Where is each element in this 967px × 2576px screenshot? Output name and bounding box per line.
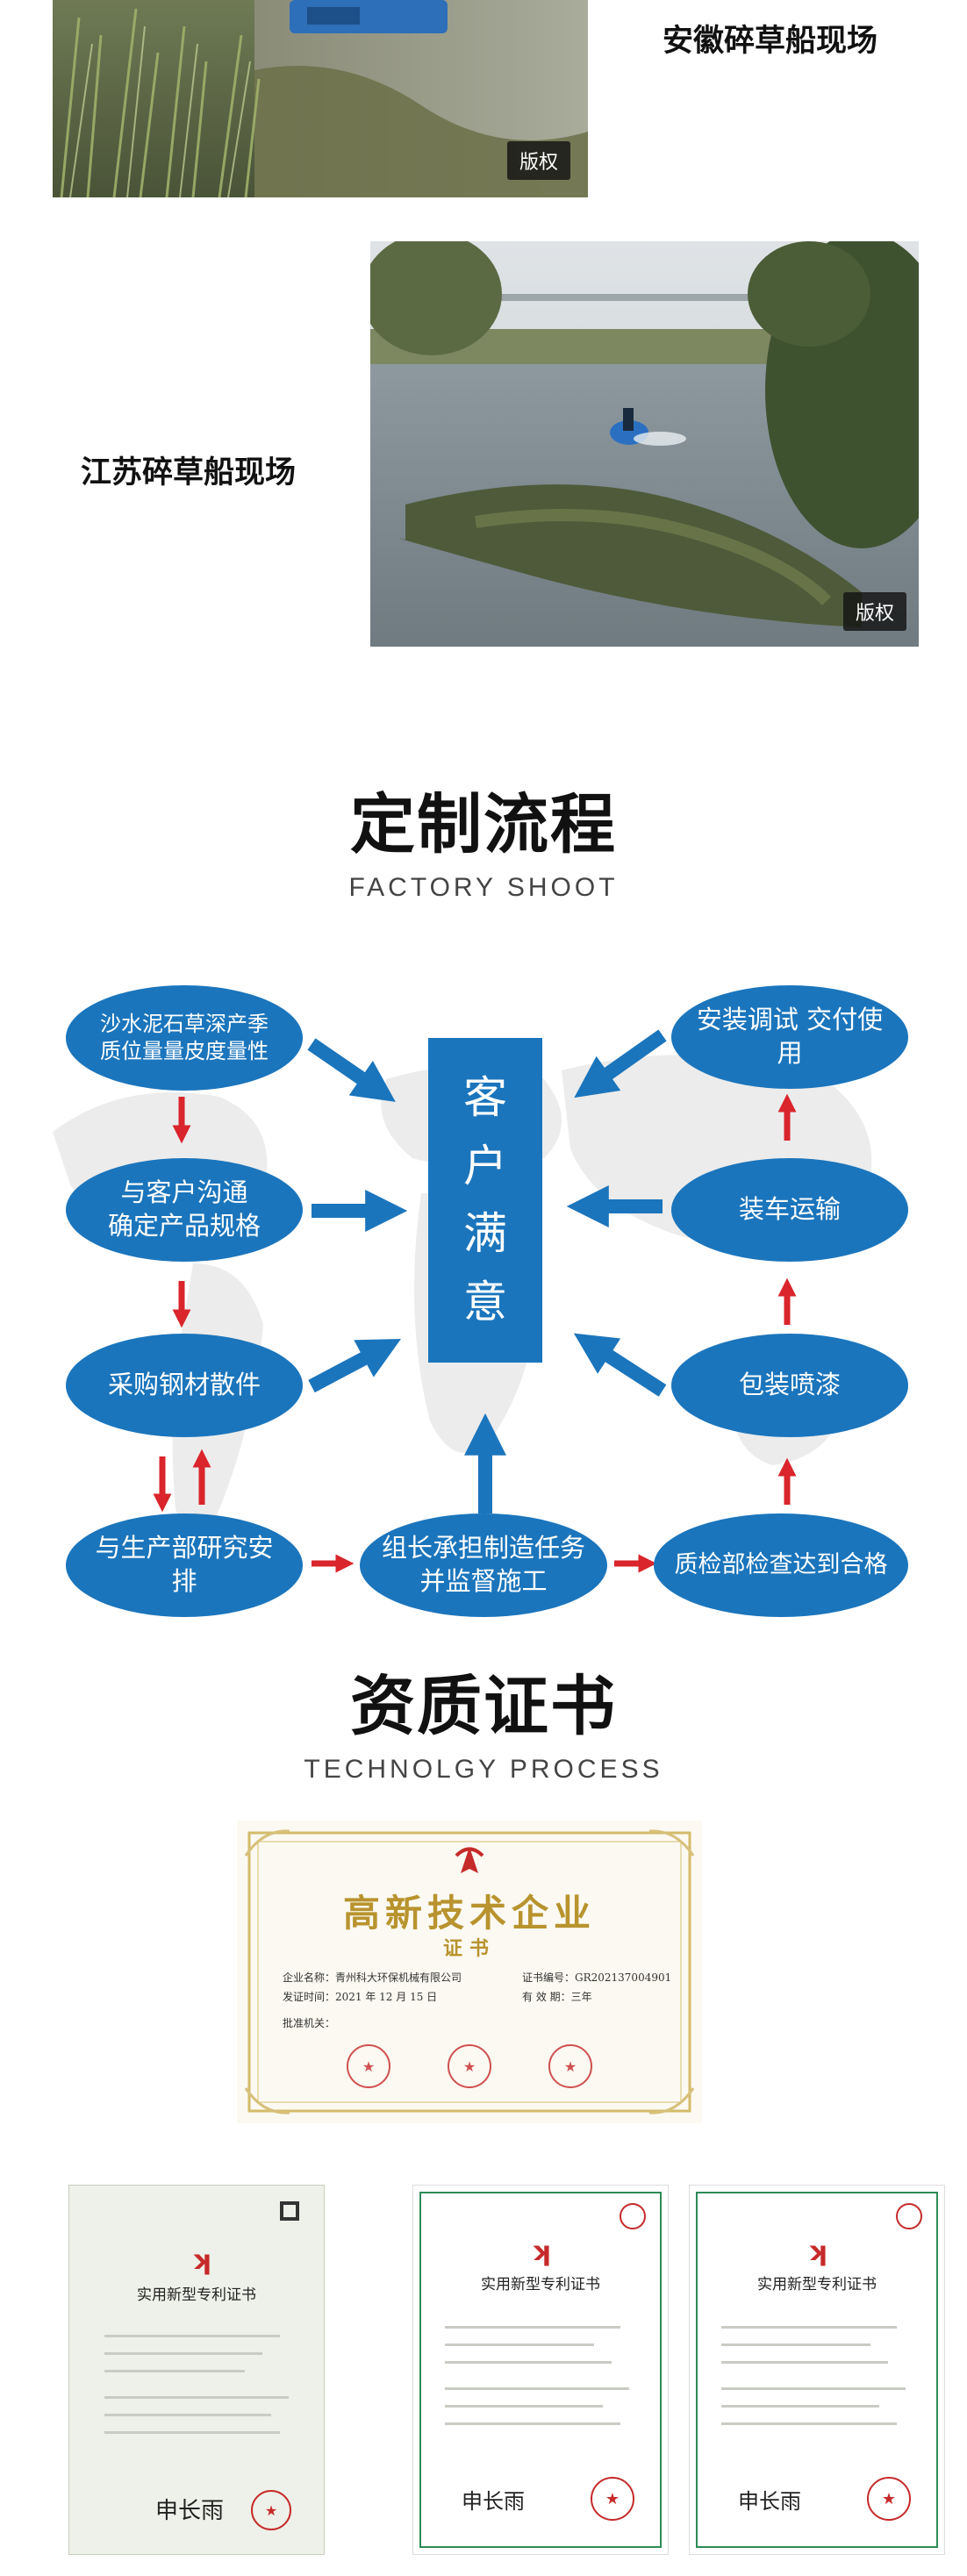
svg-text:★: ★ <box>265 2502 277 2519</box>
high-tech-cert-valid: 有 效 期：三年 <box>522 1991 592 2003</box>
flow-step-right-2: 装车运输 <box>671 1158 908 1262</box>
copyright-badge: 版权 <box>506 141 570 180</box>
flow-step-bottom-line2: 并监督施工 <box>419 1566 548 1596</box>
jiangsu-site-photo: 版权 <box>370 241 919 647</box>
patent-3-title: 实用新型专利证书 <box>757 2276 877 2293</box>
flow-step-left-3-label: 采购钢材散件 <box>107 1370 261 1400</box>
patent-2-title: 实用新型专利证书 <box>481 2276 600 2293</box>
flow-step-left-2: 与客户沟通 确定产品规格 <box>66 1158 303 1262</box>
flow-step-left-2-line2: 确定产品规格 <box>107 1211 261 1241</box>
cert-section-title: 资质证书 <box>350 1669 617 1744</box>
patent-certificate-1: 实用新型专利证书 ʞ 申长雨 ★ <box>68 2185 325 2555</box>
center-char-2: 户 <box>463 1140 507 1191</box>
patent-certificate-3: 实用新型专利证书 ʞ 申长雨 ★ <box>689 2185 945 2555</box>
flow-step-left-4-label: 与生产部研究安排 <box>95 1533 274 1596</box>
high-tech-cert-number: 证书编号：GR202137004901 <box>522 1971 672 1984</box>
flow-step-bottom-line1: 组长承担制造任务 <box>381 1533 585 1563</box>
patent-3-signature: 申长雨 <box>738 2489 801 2514</box>
svg-text:ʞ: ʞ <box>531 2236 550 2267</box>
high-tech-certificate: ★ ★ ★ 高新技术企业 证书 企业名称：青州科大环保机械有限公司 证书编号：G… <box>237 1821 702 2123</box>
flow-step-right-2-label: 装车运输 <box>738 1194 841 1225</box>
high-tech-cert-date: 发证时间：2021 年 12 月 15 日 <box>283 1991 438 2003</box>
flow-step-right-3: 包装喷漆 <box>671 1334 908 1437</box>
flow-step-bottom: 组长承担制造任务 并监督施工 <box>360 1513 607 1617</box>
svg-text:★: ★ <box>463 2058 476 2075</box>
jiangsu-site-caption: 江苏碎草船现场 <box>81 455 297 490</box>
flow-step-right-1-label: 安装调试 交付使用 <box>696 1005 884 1068</box>
copyright-badge: 版权 <box>842 592 906 631</box>
flow-step-right-1: 安装调试 交付使用 <box>671 985 908 1089</box>
flow-step-left-1-line1: 沙水泥石草深产季 <box>100 1011 269 1036</box>
flow-step-left-1: 沙水泥石草深产季 质位量量皮度量性 <box>66 985 303 1091</box>
flow-step-left-4: 与生产部研究安排 <box>66 1513 303 1617</box>
svg-text:ʞ: ʞ <box>807 2236 827 2267</box>
flow-step-left-2-line1: 与客户沟通 <box>120 1177 248 1208</box>
patent-certificate-2: 实用新型专利证书 ʞ 申长雨 ★ <box>412 2185 669 2555</box>
patent-2-signature: 申长雨 <box>462 2489 525 2514</box>
center-char-1: 客 <box>463 1072 507 1123</box>
svg-text:★: ★ <box>882 2490 896 2508</box>
svg-text:★: ★ <box>605 2490 620 2508</box>
flow-step-right-3-label: 包装喷漆 <box>738 1370 841 1400</box>
high-tech-cert-subheading: 证书 <box>442 1937 496 1960</box>
high-tech-cert-company: 企业名称：青州科大环保机械有限公司 <box>283 1971 462 1984</box>
anhui-site-photo: 版权 <box>53 0 588 197</box>
anhui-site-caption: 安徽碎草船现场 <box>663 24 878 59</box>
flow-step-left-3: 采购钢材散件 <box>66 1334 303 1437</box>
flow-step-right-4: 质检部检查达到合格 <box>654 1513 908 1617</box>
high-tech-cert-issuer: 批准机关： <box>283 2017 336 2029</box>
svg-text:★: ★ <box>362 2058 375 2075</box>
high-tech-cert-heading: 高新技术企业 <box>342 1892 596 1935</box>
svg-text:ʞ: ʞ <box>191 2245 211 2276</box>
cert-section-subtitle: TECHNOLGY PROCESS <box>304 1755 663 1784</box>
center-char-3: 满 <box>463 1208 507 1259</box>
patent-1-signature: 申长雨 <box>155 2498 225 2524</box>
flow-step-left-1-line2: 质位量量皮度量性 <box>100 1039 269 1063</box>
patent-1-title: 实用新型专利证书 <box>137 2286 256 2304</box>
svg-text:★: ★ <box>564 2058 577 2075</box>
flow-section-title: 定制流程 <box>350 787 617 862</box>
flow-section-subtitle: FACTORY SHOOT <box>348 873 619 902</box>
customer-satisfaction-box: 客 户 满 意 <box>428 1038 542 1363</box>
center-char-4: 意 <box>463 1276 507 1327</box>
flow-step-right-4-label: 质检部检查达到合格 <box>674 1551 888 1579</box>
